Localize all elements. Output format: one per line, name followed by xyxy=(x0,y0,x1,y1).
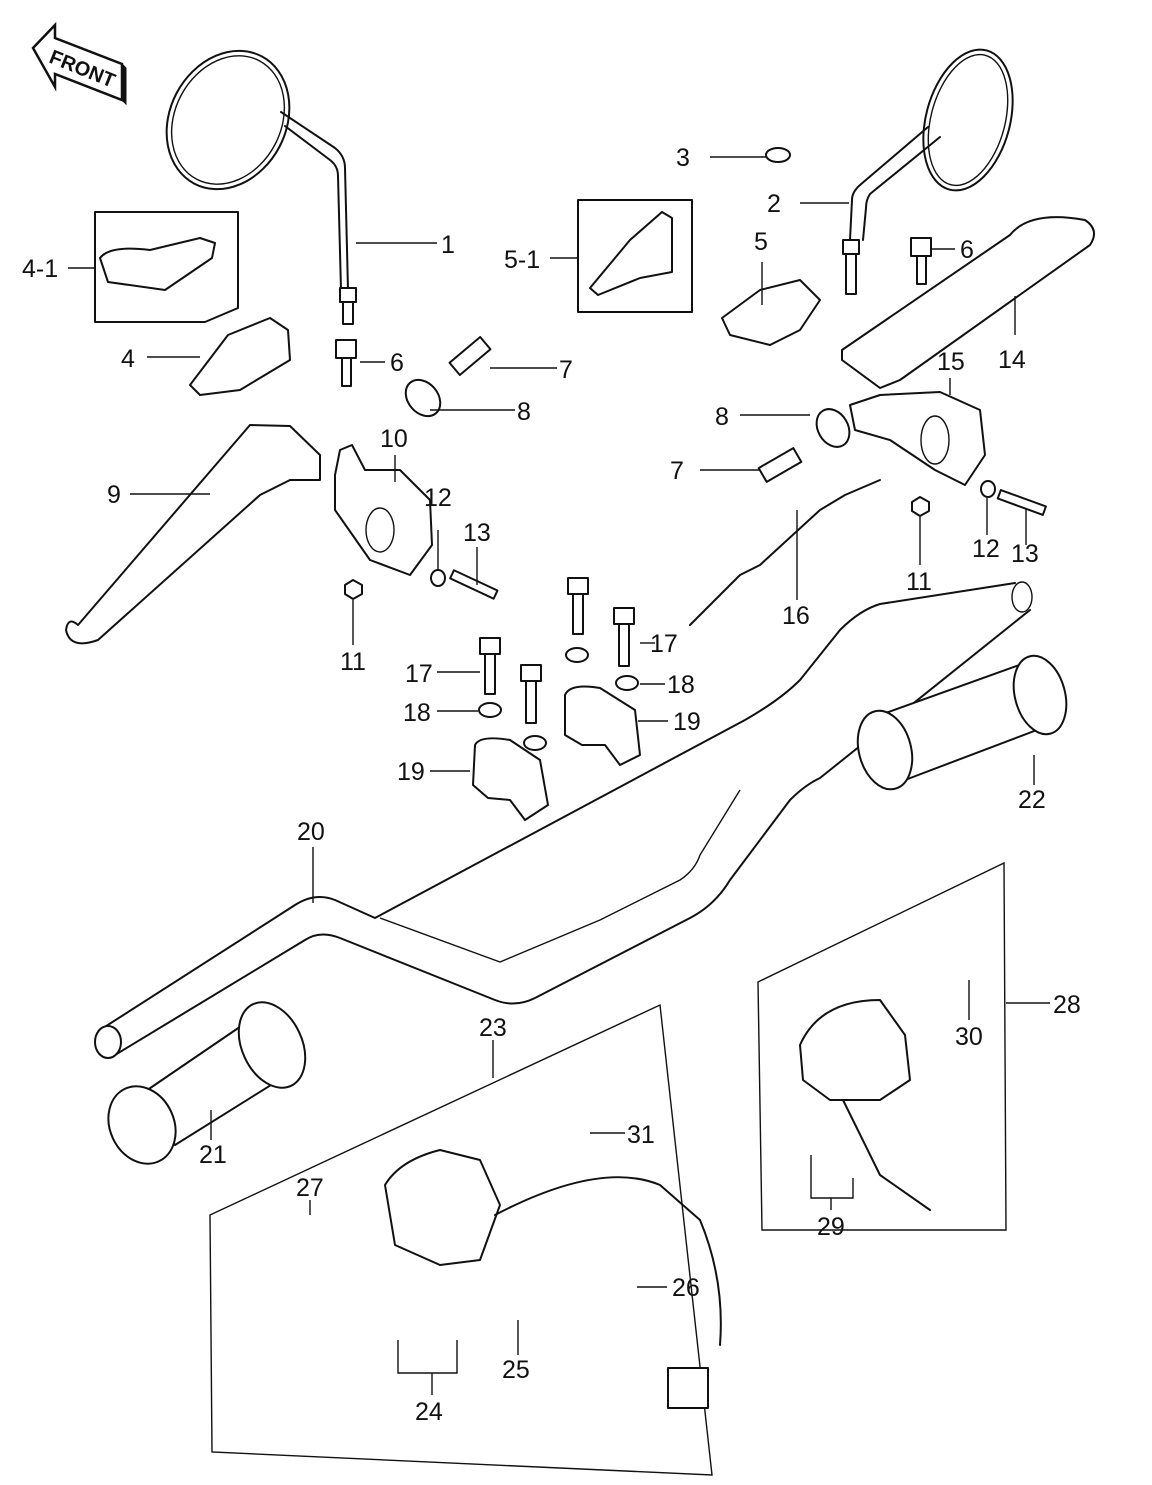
callout-6-right: 6 xyxy=(960,236,974,264)
switch-assembly-23-outline xyxy=(209,1003,713,1476)
holder-cover-box-left xyxy=(94,211,239,323)
callout-9: 9 xyxy=(107,481,121,509)
holder-cover-box-right xyxy=(577,199,693,313)
callout-8-right: 8 xyxy=(715,403,729,431)
handlebar-part xyxy=(94,581,1033,1059)
callout-2: 2 xyxy=(767,190,781,218)
callout-29: 29 xyxy=(817,1213,845,1241)
mirror-right xyxy=(842,48,1014,295)
leader-lines xyxy=(68,156,1050,1395)
bolt-17-d xyxy=(613,607,635,667)
switch-housing-left xyxy=(384,1149,501,1266)
callout-labels: 1 2 3 4 4-1 5 5-1 6 6 7 7 8 8 9 10 11 11… xyxy=(22,144,1081,1426)
callout-5-1: 5-1 xyxy=(504,246,540,274)
bolt-6-right xyxy=(910,237,932,285)
front-direction-marker: FRONT xyxy=(31,21,127,106)
bolt-17-b xyxy=(520,664,542,724)
switch-assembly-28-outline xyxy=(757,861,1007,1231)
bolt-17-a xyxy=(479,637,501,695)
brake-switch-part xyxy=(689,479,881,626)
callout-15: 15 xyxy=(937,348,965,376)
callout-20: 20 xyxy=(297,818,325,846)
callout-24: 24 xyxy=(415,1398,443,1426)
callout-30: 30 xyxy=(955,1023,983,1051)
callout-1: 1 xyxy=(441,231,455,259)
adjuster-7-right xyxy=(757,447,803,483)
callout-26: 26 xyxy=(672,1274,700,1302)
washer-18-c xyxy=(565,647,589,663)
callout-18-a: 18 xyxy=(403,699,431,727)
grip-21-part xyxy=(107,1001,307,1165)
callout-27: 27 xyxy=(296,1174,324,1202)
callout-13-left: 13 xyxy=(463,519,491,547)
callout-12-left: 12 xyxy=(424,484,452,512)
connector-left xyxy=(667,1367,709,1409)
washer-12-right xyxy=(980,480,996,498)
cap-part xyxy=(765,147,791,163)
callout-17-b: 17 xyxy=(650,630,678,658)
switch-housing-right xyxy=(799,999,911,1101)
callout-11-left: 11 xyxy=(340,648,366,676)
callout-4: 4 xyxy=(121,345,135,373)
callout-23: 23 xyxy=(479,1014,507,1042)
mirror-left xyxy=(165,49,357,325)
callout-31: 31 xyxy=(627,1121,655,1149)
bolt-17-c xyxy=(567,577,589,635)
grip-22-part xyxy=(856,654,1068,791)
clutch-lever-part xyxy=(65,424,321,645)
nut-11-left xyxy=(344,579,363,600)
locknut-8-left xyxy=(404,378,442,418)
washer-18-b xyxy=(523,735,547,751)
callout-13-right: 13 xyxy=(1011,540,1039,568)
callout-28: 28 xyxy=(1053,991,1081,1019)
callout-5: 5 xyxy=(754,228,768,256)
bolt-6-left xyxy=(335,339,357,387)
callout-10: 10 xyxy=(380,425,408,453)
lever-holder-15-part xyxy=(849,391,986,486)
callout-17-a: 17 xyxy=(405,660,433,688)
nut-11-right xyxy=(911,496,930,517)
clutch-holder-part xyxy=(189,317,291,396)
bolt-13-left xyxy=(449,569,499,600)
callout-3: 3 xyxy=(676,144,690,172)
callout-19-a: 19 xyxy=(397,758,425,786)
washer-18-a xyxy=(478,702,502,718)
callout-16: 16 xyxy=(782,602,810,630)
callout-7-left: 7 xyxy=(559,356,573,384)
switch-wire-right xyxy=(842,1099,931,1211)
washer-18-d xyxy=(615,675,639,691)
callout-22: 22 xyxy=(1018,786,1046,814)
callout-21: 21 xyxy=(199,1141,227,1169)
callout-19-b: 19 xyxy=(673,708,701,736)
brake-lever-part xyxy=(841,216,1095,389)
lever-holder-10-part xyxy=(334,444,433,576)
washer-12-left xyxy=(430,569,446,587)
callout-25: 25 xyxy=(502,1356,530,1384)
bolt-13-right xyxy=(996,489,1047,516)
brake-holder-part xyxy=(721,279,821,346)
callout-12-right: 12 xyxy=(972,535,1000,563)
handlebar-holder-19-a xyxy=(472,737,549,821)
callout-14: 14 xyxy=(998,346,1026,374)
callout-18-b: 18 xyxy=(667,671,695,699)
callout-4-1: 4-1 xyxy=(22,255,58,283)
handlebar-holder-19-b xyxy=(564,685,641,766)
adjuster-7-left xyxy=(448,336,492,376)
switch-harness-left xyxy=(494,1176,722,1346)
callout-6-left: 6 xyxy=(390,349,404,377)
callout-11-right: 11 xyxy=(906,568,932,596)
callout-8-left: 8 xyxy=(517,398,531,426)
locknut-8-right xyxy=(815,408,851,448)
callout-7-right: 7 xyxy=(670,457,684,485)
